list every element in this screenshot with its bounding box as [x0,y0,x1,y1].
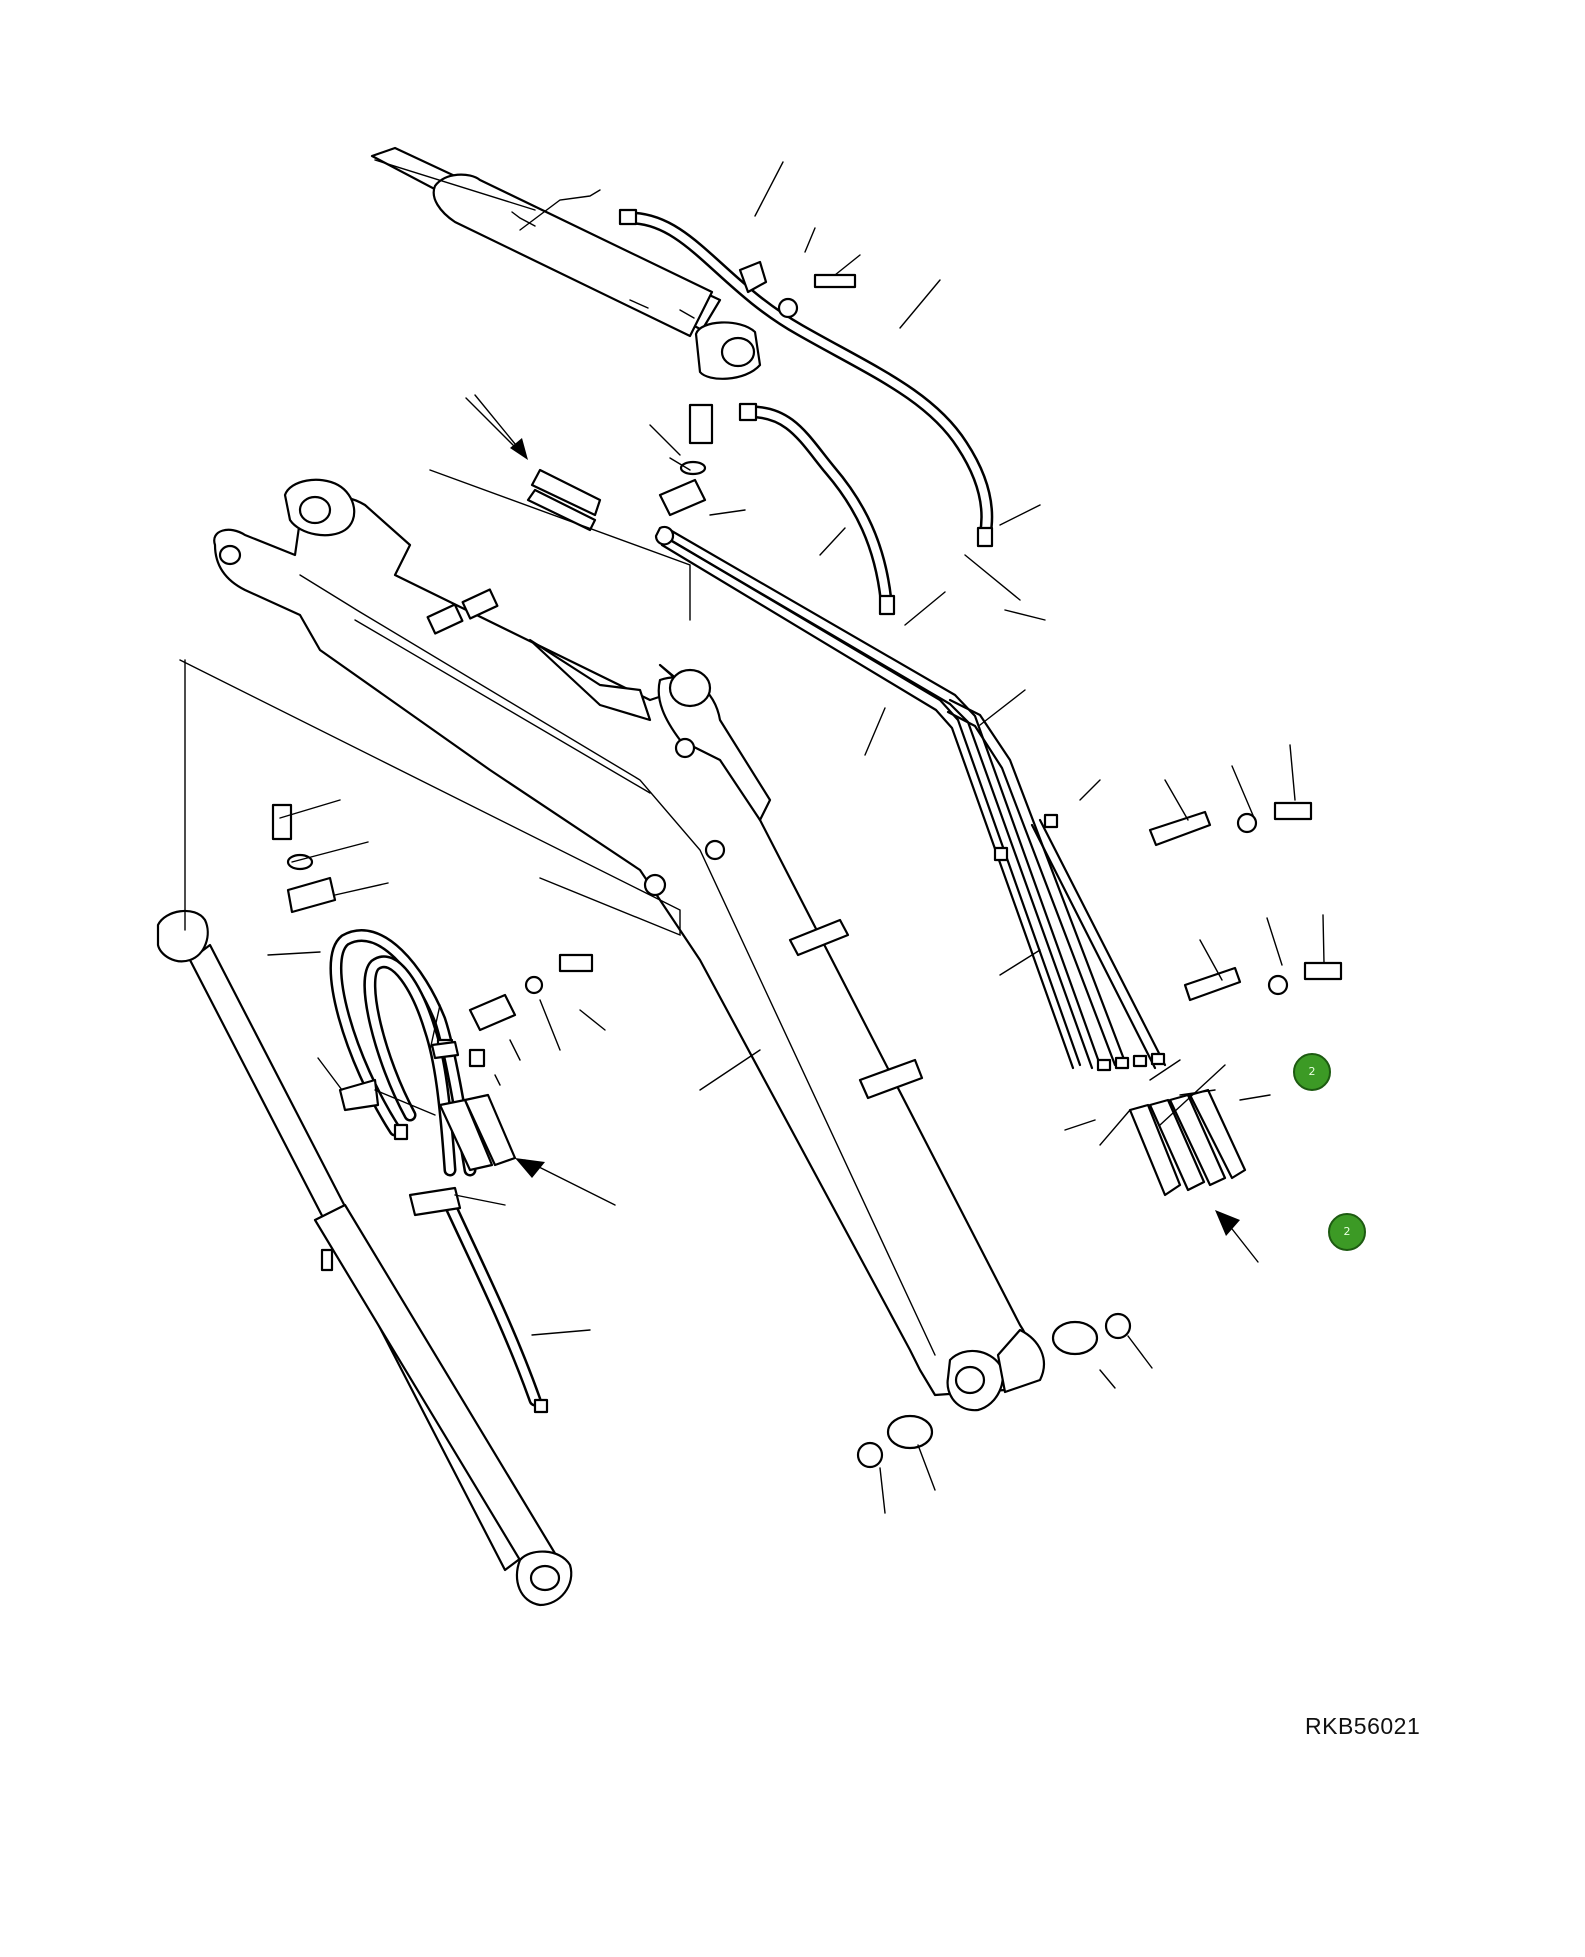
upper-hoses [618,208,994,616]
leader-lines [179,159,1325,1514]
callout-marker[interactable]: 2 [1293,1053,1331,1091]
steel-pipes [654,525,1167,1072]
drawing-code-label: RKB56021 [1305,1713,1421,1739]
boom-cylinder [370,146,762,380]
bucket-cylinder [156,909,573,1607]
bucket-hoses [329,929,549,1414]
arm [213,478,1045,1412]
callout-marker[interactable]: 2 [1328,1213,1366,1251]
hardware-parts [271,260,1343,1469]
